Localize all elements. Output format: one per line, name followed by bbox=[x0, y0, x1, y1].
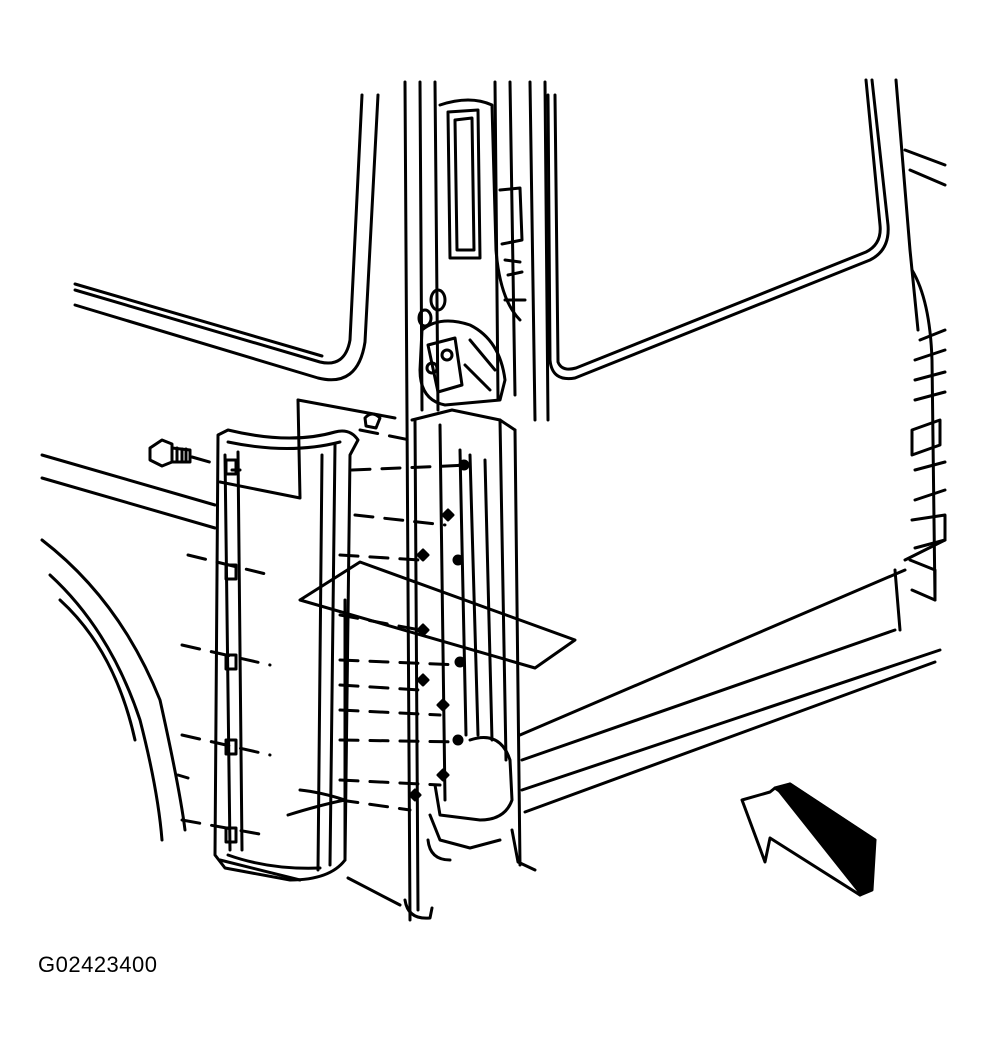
rocker-panel bbox=[520, 540, 945, 812]
alignment-lines bbox=[178, 430, 470, 835]
rear-door-window-frame bbox=[548, 80, 945, 379]
retainer-clip bbox=[365, 414, 380, 428]
rear-body-edge bbox=[910, 270, 945, 600]
figure-id-label: G02423400 bbox=[38, 952, 158, 977]
bolt bbox=[150, 440, 190, 466]
pillar-clip-holes bbox=[410, 461, 468, 800]
door-pillar bbox=[405, 82, 548, 920]
front-door-window-frame bbox=[75, 95, 378, 380]
lower-trim-panel bbox=[215, 430, 358, 880]
view-direction-arrow bbox=[742, 784, 875, 895]
body-side-contours bbox=[42, 455, 215, 840]
